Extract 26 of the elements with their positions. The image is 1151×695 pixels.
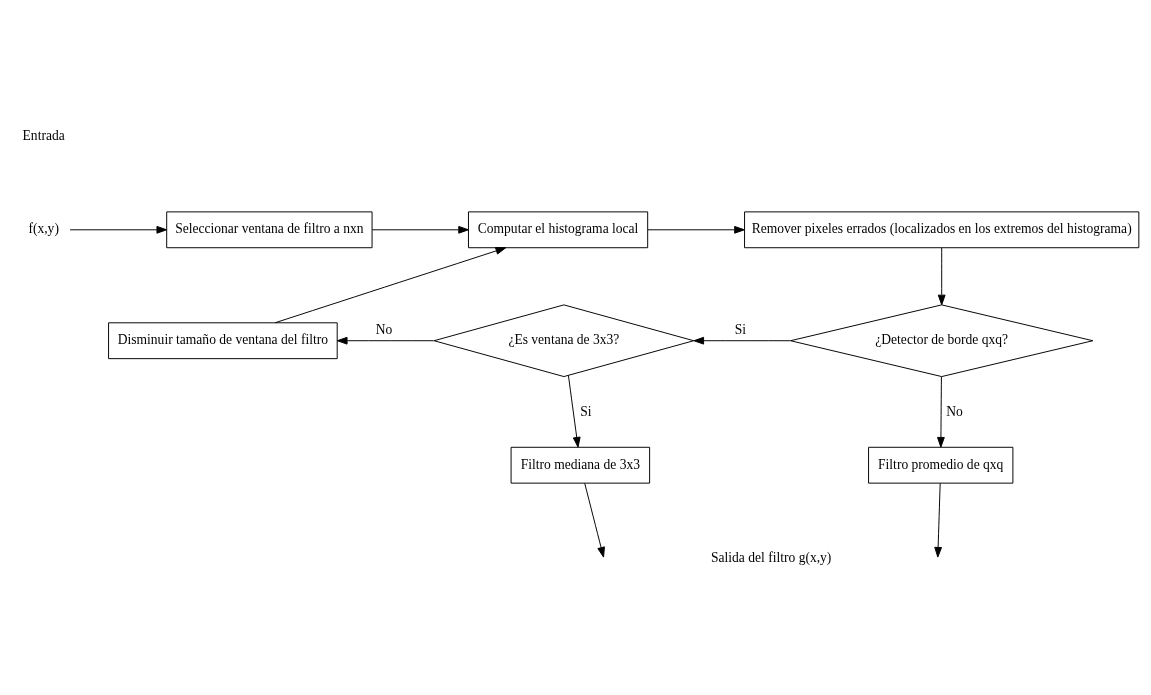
edge-label: Si — [580, 403, 592, 419]
arrow — [274, 247, 507, 324]
node-box: Remover pixeles errados (localizados en los extremos del histograma) — [744, 211, 1140, 249]
node-diamond: ¿Es ventana de 3x3? — [433, 304, 695, 378]
node-diamond: ¿Detector de borde qxq? — [790, 304, 1094, 378]
edge-label: No — [946, 403, 963, 419]
edge-label: No — [375, 322, 393, 338]
edge-label: Si — [734, 322, 747, 338]
arrow — [937, 376, 945, 448]
arrow — [567, 375, 581, 448]
arrow — [584, 482, 605, 558]
arrow — [371, 225, 469, 234]
arrow — [69, 225, 168, 234]
arrow — [336, 336, 435, 345]
node-box: Disminuir tamaño de ventana del filtro — [108, 322, 338, 360]
node-box: Filtro mediana de 3x3 — [510, 446, 651, 484]
label: Entrada — [22, 128, 65, 144]
arrow — [647, 225, 745, 234]
label: Salida del filtro g(x,y) — [710, 549, 832, 565]
node-box: Seleccionar ventana de filtro a nxn — [166, 211, 373, 249]
arrow — [693, 336, 791, 345]
node-text: f(x,y) — [28, 221, 59, 237]
node-box: Filtro promedio de qxq — [868, 446, 1014, 484]
arrow — [934, 482, 942, 558]
node-box: Computar el histograma local — [467, 211, 649, 249]
arrow — [937, 247, 946, 306]
